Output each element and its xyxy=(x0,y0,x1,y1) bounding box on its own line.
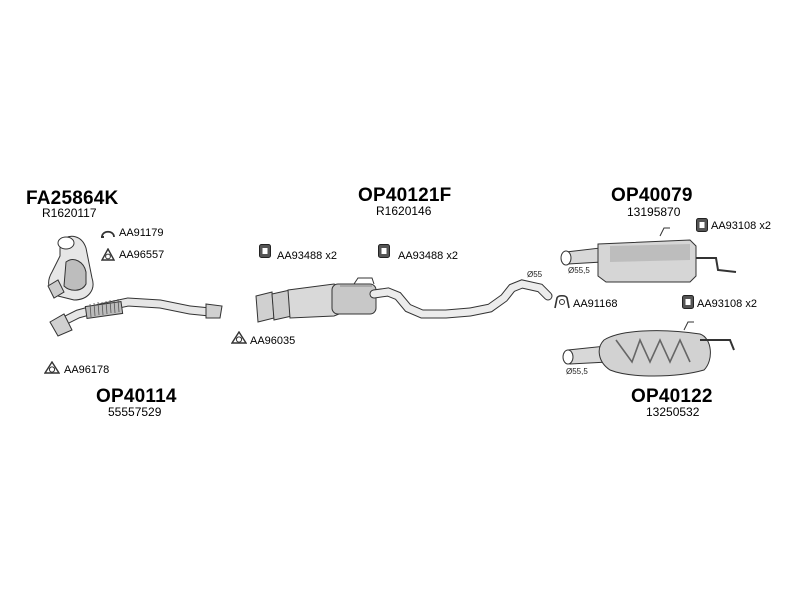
part-code-rear-1: OP40079 xyxy=(611,185,693,206)
part-ref-rear-2: 13250532 xyxy=(646,405,700,419)
clamp-icon xyxy=(101,230,115,238)
rubber-mount-icon xyxy=(682,295,694,309)
diameter-label: Ø55,5 xyxy=(566,367,588,376)
rubber-mount-icon xyxy=(259,244,271,258)
rubber-mount-icon xyxy=(378,244,390,258)
gasket-icon xyxy=(44,361,60,374)
accessory-label[interactable]: AA93488 x2 xyxy=(398,250,458,262)
part-ref-front-catalyst: R1620117 xyxy=(42,206,97,220)
accessory-label[interactable]: AA93108 x2 xyxy=(711,220,771,232)
accessory-label[interactable]: AA91168 xyxy=(573,298,618,310)
rear-silencer-1-part[interactable] xyxy=(560,227,737,283)
part-ref-downpipe: 55557529 xyxy=(108,405,162,419)
diameter-label: Ø55 xyxy=(527,270,543,279)
bracket-icon xyxy=(554,294,570,309)
part-code-middle: OP40121F xyxy=(358,185,452,206)
diameter-label: Ø55,5 xyxy=(568,266,590,275)
accessory-label[interactable]: AA93108 x2 xyxy=(697,298,757,310)
accessory-label[interactable]: AA91179 xyxy=(119,227,164,239)
accessory-label[interactable]: AA96178 xyxy=(64,364,110,376)
rear-silencer-2-part[interactable] xyxy=(562,321,735,377)
gasket-icon xyxy=(101,248,115,261)
downpipe-part[interactable] xyxy=(49,297,223,337)
gasket-icon xyxy=(231,331,247,344)
part-code-front-catalyst: FA25864K xyxy=(26,188,119,209)
rubber-mount-icon xyxy=(696,218,708,232)
middle-dpf-part[interactable] xyxy=(255,277,553,323)
part-ref-middle: R1620146 xyxy=(376,204,432,218)
part-code-rear-2: OP40122 xyxy=(631,386,713,407)
accessory-label[interactable]: AA96035 xyxy=(250,335,296,347)
accessory-label[interactable]: AA93488 x2 xyxy=(277,250,337,262)
part-ref-rear-1: 13195870 xyxy=(627,205,681,219)
accessory-label[interactable]: AA96557 xyxy=(119,249,165,261)
part-code-downpipe: OP40114 xyxy=(96,386,177,407)
front-catalyst-part[interactable] xyxy=(47,235,94,301)
